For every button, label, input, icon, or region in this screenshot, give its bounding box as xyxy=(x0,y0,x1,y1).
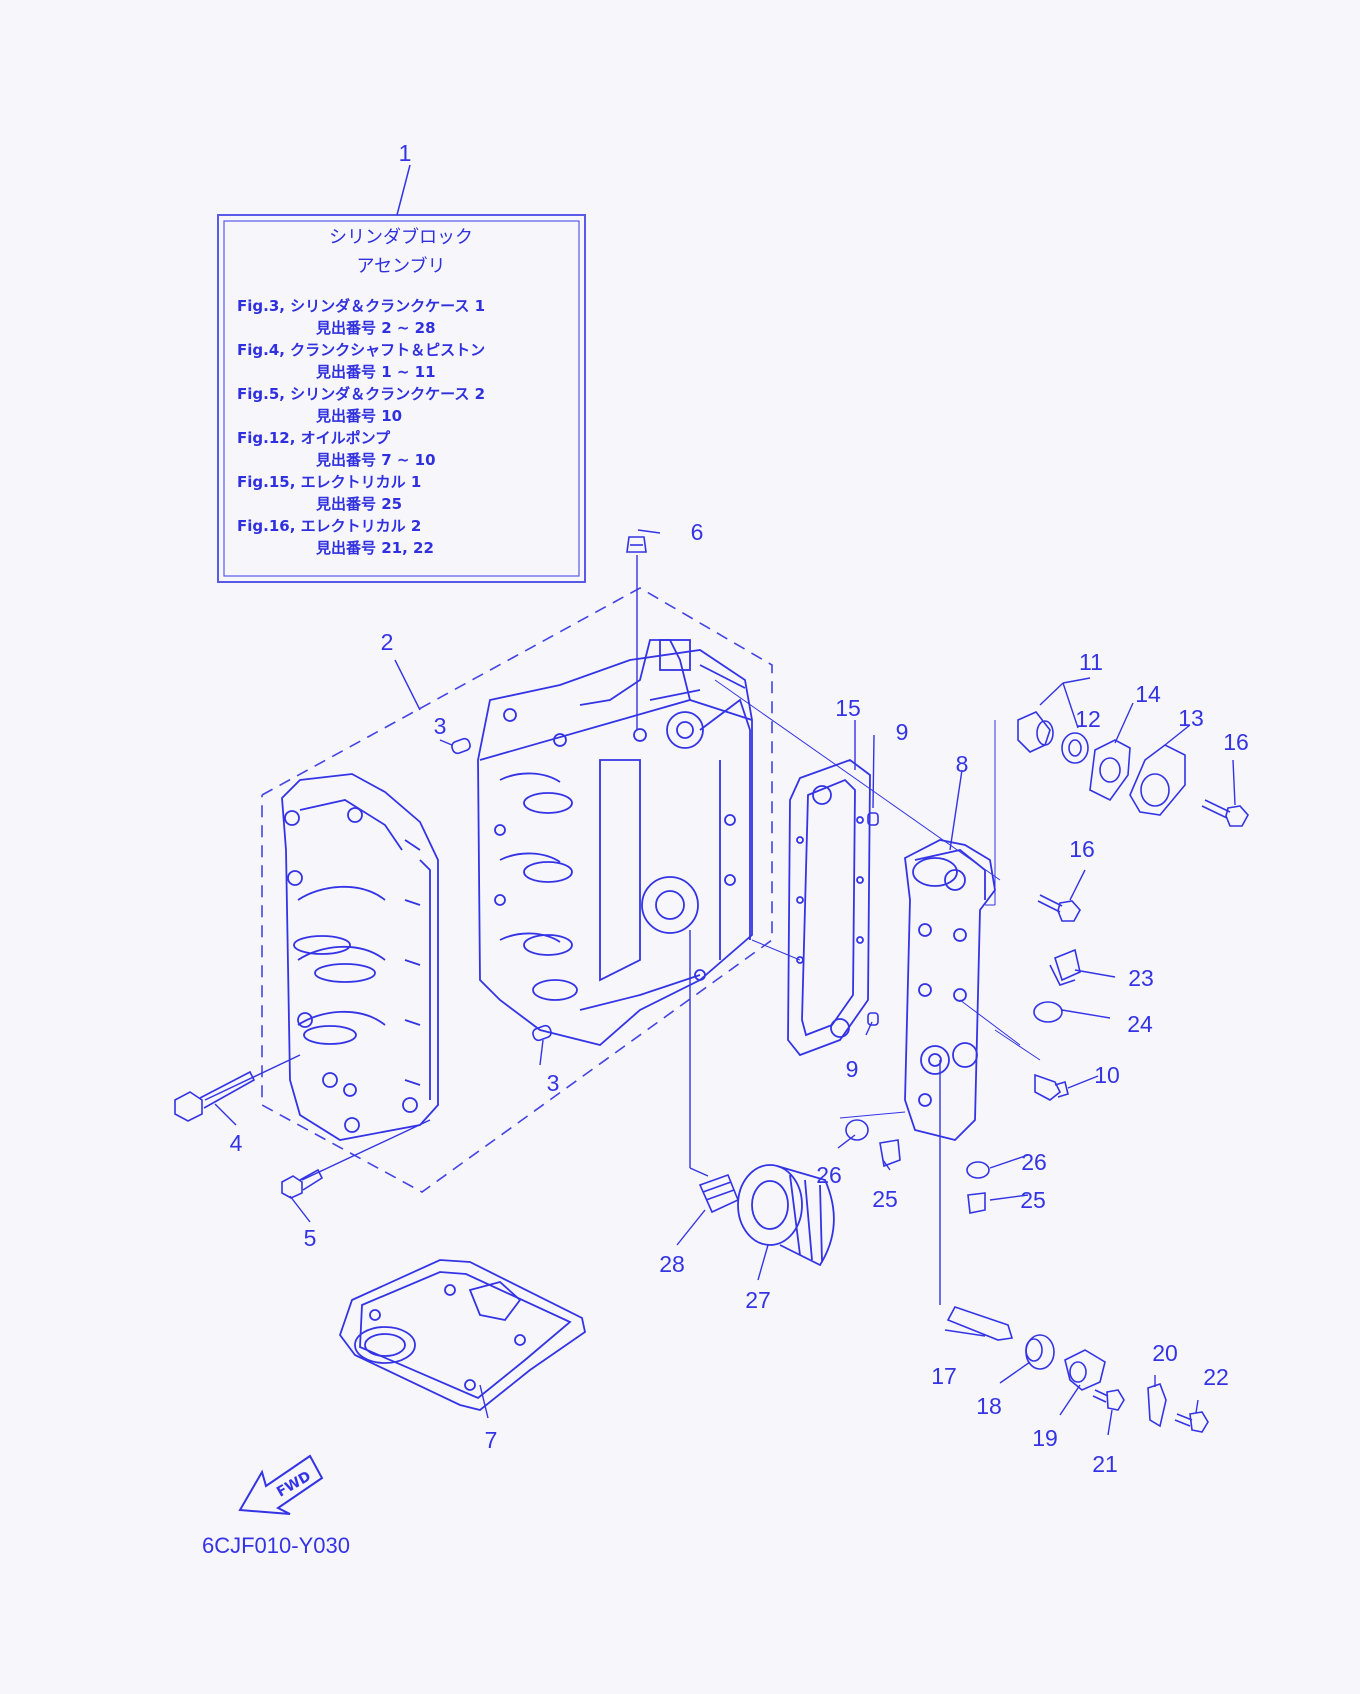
callout-1: 1 xyxy=(399,140,412,166)
callout-13: 13 xyxy=(1178,705,1204,731)
part-23-plug xyxy=(1049,948,1081,986)
callout-8: 8 xyxy=(956,751,969,777)
info-line-fig16: Fig.16, エレクトリカル 2 xyxy=(237,517,421,535)
callout-28: 28 xyxy=(659,1251,685,1277)
part-17-bracket xyxy=(946,1306,1014,1341)
exhaust-cover-gasket xyxy=(787,758,871,1057)
callout-20: 20 xyxy=(1152,1340,1178,1366)
callout-14: 14 xyxy=(1135,681,1161,707)
callout-10: 10 xyxy=(1094,1062,1120,1088)
info-line-fig3: Fig.3, シリンダ＆クランクケース 1 xyxy=(237,297,485,315)
callout-6: 6 xyxy=(691,519,704,545)
callout-27: 27 xyxy=(745,1287,771,1313)
callout-16-upper: 16 xyxy=(1223,729,1249,755)
part-19-sensor xyxy=(1064,1349,1106,1391)
part-11-fitting xyxy=(1017,711,1054,753)
callout-2: 2 xyxy=(381,629,394,655)
part-16-bolt-lower xyxy=(1037,894,1081,922)
callout-3-bottom: 3 xyxy=(547,1070,560,1096)
part-13-thermostat-cover xyxy=(1129,744,1186,816)
callout-24: 24 xyxy=(1127,1011,1153,1037)
part-9-dowel-top xyxy=(867,812,879,826)
callout-26-right: 26 xyxy=(1021,1149,1047,1175)
part-27-oil-filter xyxy=(737,1164,835,1267)
cylinder-block xyxy=(477,639,753,1046)
callout-7: 7 xyxy=(485,1427,498,1453)
part-25-plug-left xyxy=(879,1139,901,1168)
info-line-fig16-ref: 見出番号 21, 22 xyxy=(315,539,434,557)
cylinder-head xyxy=(281,773,439,1141)
part-22-bolt xyxy=(1174,1411,1209,1433)
assembly-outline xyxy=(261,587,773,1193)
info-line-fig4: Fig.4, クランクシャフト＆ピストン xyxy=(237,341,485,359)
callout-9-bottom: 9 xyxy=(846,1056,859,1082)
callout-19: 19 xyxy=(1032,1425,1058,1451)
part-7-oil-pan-gasket xyxy=(338,1259,587,1411)
info-box: シリンダブロック アセンブリ Fig.3, シリンダ＆クランクケース 1 見出番… xyxy=(217,164,586,583)
part-24-oring xyxy=(1033,1001,1063,1023)
part-10-fitting xyxy=(1034,1073,1069,1101)
part-16-bolt-upper xyxy=(1201,799,1249,827)
part-28-union xyxy=(698,1173,740,1214)
part-25-plug-right xyxy=(967,1192,986,1214)
callout-4: 4 xyxy=(230,1130,243,1156)
part-3-dowel-top xyxy=(451,737,471,755)
part-12-washer xyxy=(1061,732,1089,764)
info-line-fig15: Fig.15, エレクトリカル 1 xyxy=(237,473,421,491)
callout-26-left: 26 xyxy=(816,1162,842,1188)
info-title-line2: アセンブリ xyxy=(356,255,445,277)
callout-23: 23 xyxy=(1128,965,1154,991)
callout-25-left: 25 xyxy=(872,1186,898,1212)
callout-3-top: 3 xyxy=(434,713,447,739)
part-21-bolt xyxy=(1092,1389,1125,1411)
callout-21: 21 xyxy=(1092,1451,1118,1477)
callout-5: 5 xyxy=(304,1225,317,1251)
part-5-bolt xyxy=(281,1168,324,1199)
info-title-line1: シリンダブロック xyxy=(329,226,473,248)
info-line-fig12-ref: 見出番号 7 ~ 10 xyxy=(315,451,436,469)
info-line-fig5-ref: 見出番号 10 xyxy=(315,407,402,425)
callout-12: 12 xyxy=(1075,706,1101,732)
part-3-dowel-bottom xyxy=(532,1024,552,1042)
callout-22: 22 xyxy=(1203,1364,1229,1390)
part-6-plug xyxy=(626,536,647,553)
info-line-fig5: Fig.5, シリンダ＆クランクケース 2 xyxy=(237,385,485,403)
leader-lines xyxy=(204,529,1236,1436)
info-line-fig3-ref: 見出番号 2 ~ 28 xyxy=(315,319,436,337)
part-14-gasket xyxy=(1089,739,1131,802)
info-line-fig12: Fig.12, オイルポンプ xyxy=(237,429,391,447)
callout-labels: 1 2 3 3 4 5 6 7 8 9 9 10 11 12 13 14 15 … xyxy=(230,140,1249,1477)
callout-18: 18 xyxy=(976,1393,1002,1419)
callout-11: 11 xyxy=(1079,649,1103,675)
info-line-fig15-ref: 見出番号 25 xyxy=(315,495,402,513)
part-20-clamp xyxy=(1147,1382,1167,1428)
part-18-grommet xyxy=(1025,1334,1055,1370)
callout-9-top: 9 xyxy=(896,719,909,745)
part-26-washer-left xyxy=(845,1119,869,1141)
callout-25-right: 25 xyxy=(1020,1187,1046,1213)
callout-15: 15 xyxy=(835,695,861,721)
fwd-arrow-icon: FWD xyxy=(238,1454,324,1515)
exhaust-cover xyxy=(904,839,996,1141)
callout-17: 17 xyxy=(931,1363,957,1389)
diagram-code: 6CJF010-Y030 xyxy=(202,1533,350,1558)
part-9-dowel-bottom xyxy=(867,1012,879,1026)
part-26-washer-right xyxy=(966,1161,990,1179)
info-line-fig4-ref: 見出番号 1 ~ 11 xyxy=(315,363,436,381)
part-4-bolt xyxy=(174,1070,256,1122)
callout-16-lower: 16 xyxy=(1069,836,1095,862)
